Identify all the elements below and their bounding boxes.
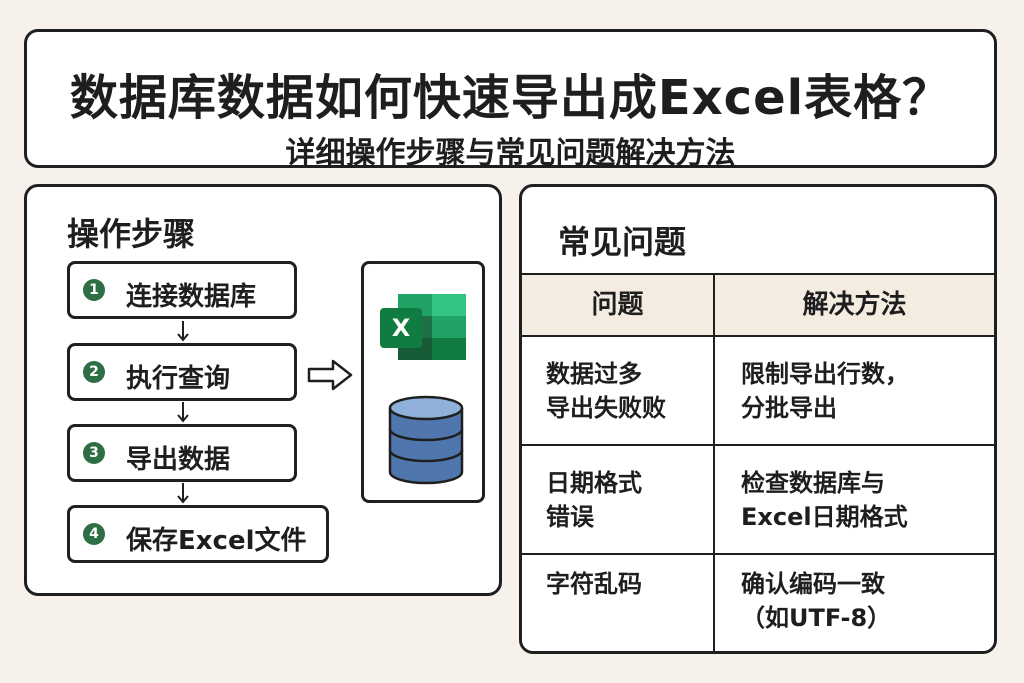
faq-table: 问题 解决方法 数据过多 导出失败败 限制导出行数， 分批导出 日期格式 错误 … bbox=[522, 273, 994, 651]
table-row: 日期格式 错误 检查数据库与 Excel日期格式 bbox=[522, 444, 994, 555]
down-arrow-icon bbox=[177, 483, 189, 504]
page-subtitle: 详细操作步骤与常见问题解决方法 bbox=[285, 136, 736, 171]
solution-cell: 确认编码一致 （如UTF-8） bbox=[713, 553, 994, 651]
icon-box: X bbox=[361, 261, 485, 503]
problem-cell: 数据过多 导出失败败 bbox=[522, 335, 715, 446]
solution-line: 限制导出行数， bbox=[741, 359, 909, 388]
steps-panel-title: 操作步骤 bbox=[67, 215, 196, 253]
solution-line: 确认编码一致 bbox=[741, 570, 885, 598]
step-export-data: 3 导出数据 bbox=[67, 424, 297, 482]
step-save-excel-file: 4 保存Excel文件 bbox=[67, 505, 329, 563]
step-number-2: 2 bbox=[83, 361, 105, 383]
table-row: 字符乱码 确认编码一致 （如UTF-8） bbox=[522, 553, 994, 651]
step-label-3: 导出数据 bbox=[126, 445, 231, 475]
solution-cell: 检查数据库与 Excel日期格式 bbox=[713, 444, 994, 555]
table-row: 数据过多 导出失败败 限制导出行数， 分批导出 bbox=[522, 335, 994, 446]
table-header-row: 问题 解决方法 bbox=[522, 273, 994, 337]
problem-cell: 日期格式 错误 bbox=[522, 444, 715, 555]
step-label-1: 连接数据库 bbox=[126, 282, 257, 312]
step-connect-database: 1 连接数据库 bbox=[67, 261, 297, 319]
database-icon bbox=[388, 395, 464, 485]
faq-panel-title: 常见问题 bbox=[558, 223, 687, 261]
problem-cell: 字符乱码 bbox=[522, 553, 715, 651]
step-run-query: 2 执行查询 bbox=[67, 343, 297, 401]
problem-line: 错误 bbox=[546, 502, 594, 531]
step-number-1: 1 bbox=[83, 279, 105, 301]
step-label-2: 执行查询 bbox=[126, 364, 231, 394]
down-arrow-icon bbox=[177, 321, 189, 342]
solution-cell: 限制导出行数， 分批导出 bbox=[713, 335, 994, 446]
faq-panel: 常见问题 问题 解决方法 数据过多 导出失败败 限制导出行数， 分批导出 日期格… bbox=[519, 184, 997, 654]
step-number-3: 3 bbox=[83, 442, 105, 464]
step-number-4: 4 bbox=[83, 523, 105, 545]
solution-line: （如UTF-8） bbox=[741, 604, 892, 632]
steps-panel: 操作步骤 1 连接数据库 2 执行查询 3 导出数据 4 保存Excel文件 bbox=[24, 184, 502, 596]
excel-logo-icon: X bbox=[380, 294, 466, 360]
problem-line: 导出失败败 bbox=[546, 393, 666, 422]
down-arrow-icon bbox=[177, 402, 189, 423]
column-header-problem: 问题 bbox=[522, 273, 715, 337]
column-header-solution: 解决方法 bbox=[713, 273, 994, 337]
step-label-4: 保存Excel文件 bbox=[126, 526, 307, 556]
title-card: 数据库数据如何快速导出成Excel表格？ 详细操作步骤与常见问题解决方法 bbox=[24, 29, 997, 171]
excel-logo-letter: X bbox=[392, 314, 411, 342]
solution-line: Excel日期格式 bbox=[741, 502, 908, 531]
problem-line: 日期格式 bbox=[546, 468, 642, 497]
page-title: 数据库数据如何快速导出成Excel表格？ bbox=[69, 70, 952, 126]
solution-line: 分批导出 bbox=[741, 393, 837, 422]
solution-line: 检查数据库与 bbox=[741, 468, 885, 497]
problem-line: 数据过多 bbox=[546, 359, 642, 388]
problem-line: 字符乱码 bbox=[546, 570, 642, 598]
right-arrow-icon bbox=[307, 359, 353, 391]
